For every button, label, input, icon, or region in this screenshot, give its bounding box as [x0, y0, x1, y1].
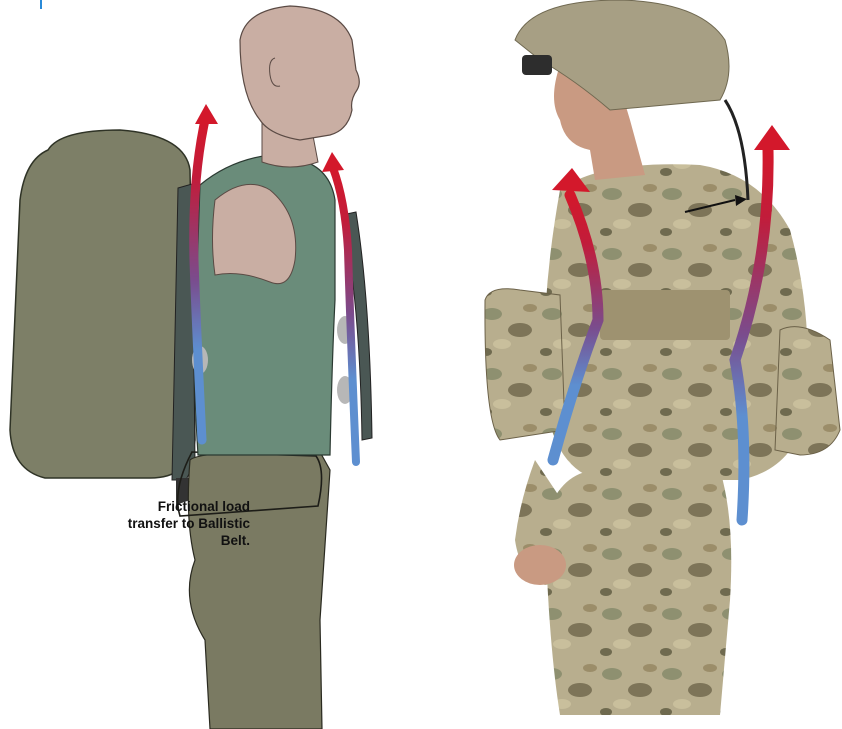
carrier-panel: [600, 290, 730, 340]
schematic-figure: [10, 6, 372, 729]
helmet-visor: [522, 55, 552, 75]
soldier-legs: [545, 470, 731, 715]
frictional-load-callout: Frictional load transfer to Ballistic Be…: [100, 498, 250, 549]
pants-shape: [188, 452, 330, 729]
soldier-hand: [514, 545, 566, 585]
left-pouch: [485, 289, 565, 440]
callout-line-2: transfer to Ballistic: [100, 515, 250, 532]
right-pouch: [775, 327, 840, 455]
callout-line-3: Belt.: [100, 532, 250, 549]
head-shape: [240, 6, 359, 140]
backpack-shape: [10, 130, 195, 478]
soldier-photo: [485, 0, 840, 715]
callout-line-1: Frictional load: [100, 498, 250, 515]
